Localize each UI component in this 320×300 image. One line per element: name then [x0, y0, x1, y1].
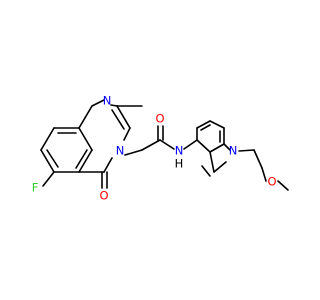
bond [209, 120, 225, 129]
bond [78, 149, 93, 173]
bond [261, 167, 267, 182]
quinazoline-n3-label: N [116, 144, 125, 158]
bond [111, 109, 125, 130]
bond [110, 104, 118, 107]
bond [40, 149, 55, 173]
bond [196, 120, 211, 129]
structure-diagram: F N N O O N H N O [32, 94, 289, 203]
bond [78, 127, 93, 151]
bond [78, 105, 93, 129]
bond [46, 149, 59, 168]
molecule-canvas: F N N O O N H N O [31, 93, 289, 203]
bond [201, 165, 211, 177]
bond [209, 151, 215, 173]
bond [213, 161, 227, 173]
bonds [40, 99, 289, 191]
fluorine-label: F [32, 181, 39, 195]
bond [141, 139, 161, 151]
bond [75, 149, 88, 169]
bond [40, 127, 55, 151]
bond [116, 105, 131, 129]
amide-h-label: H [175, 157, 184, 171]
bond [209, 143, 225, 153]
atom-labels: F N N O O N H N O [32, 94, 277, 203]
bond [103, 157, 113, 173]
indole-n-label: N [229, 144, 238, 158]
bond [123, 127, 131, 141]
bond [200, 124, 211, 131]
bond [253, 149, 263, 169]
amide-o-label: O [155, 112, 164, 126]
ether-o-label: O [267, 175, 276, 189]
ring-carbonyl-o-label: O [99, 189, 108, 203]
bond [91, 99, 105, 107]
bond [238, 149, 255, 152]
bond [277, 180, 289, 191]
quinazoline-n1-label: N [103, 94, 112, 108]
bond [42, 171, 55, 187]
bond [183, 139, 198, 150]
bond [124, 149, 143, 156]
bond [196, 139, 211, 153]
bond [159, 139, 175, 150]
amide-n-label: N [175, 144, 184, 158]
bond [223, 143, 231, 151]
